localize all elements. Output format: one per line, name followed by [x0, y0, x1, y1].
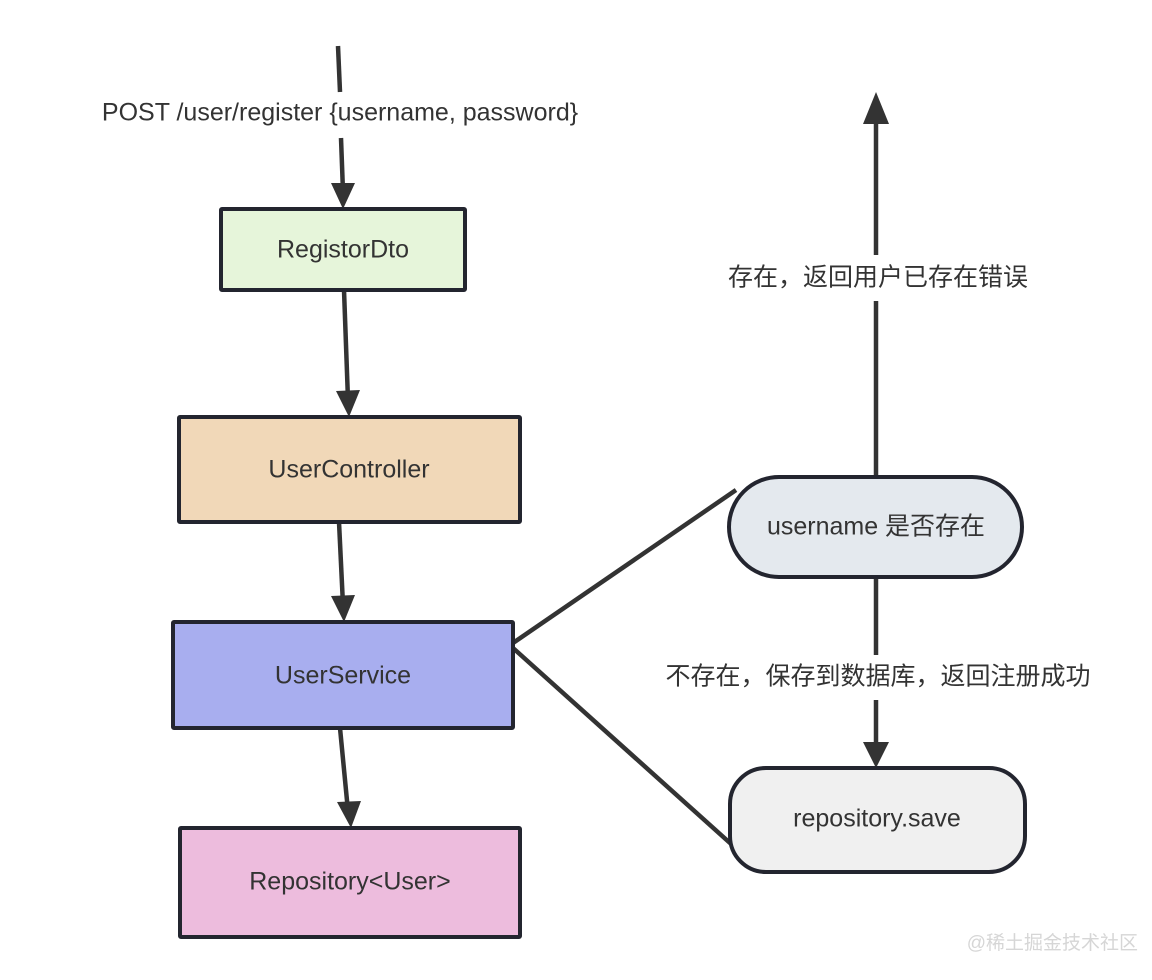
node-user-controller[interactable]: UserController: [177, 415, 522, 524]
repository-user-box[interactable]: [178, 826, 522, 939]
repository-save-box[interactable]: [728, 766, 1027, 874]
registor-dto-box[interactable]: [219, 207, 467, 292]
arrowhead-to-user-service: [331, 595, 355, 622]
edge-service-repository-line: [337, 727, 351, 812]
arrowhead-to-user-controller: [336, 390, 360, 417]
edge-label-request: POST /user/register {username, password}: [102, 99, 578, 127]
edge-username-to-save: [863, 577, 889, 768]
repository-save-label: repository.save: [793, 805, 961, 833]
arrowhead-to-repository: [337, 801, 361, 828]
edge-dto-controller-line: [341, 289, 351, 401]
edge-service-to-username-exists: [511, 488, 738, 645]
edge-controller-to-service: [331, 521, 355, 622]
watermark: @稀土掘金技术社区: [967, 932, 1138, 954]
edge-request-in: [331, 45, 355, 209]
node-registor-dto[interactable]: RegistorDto: [219, 207, 467, 292]
edge-service-to-repository: [337, 727, 361, 828]
node-username-exists[interactable]: username 是否存在: [727, 475, 1024, 579]
node-user-service[interactable]: UserService: [171, 620, 515, 730]
arrowhead-to-registor-dto: [331, 183, 355, 209]
arrowhead-to-repository-save: [863, 742, 889, 768]
node-repository-save[interactable]: repository.save: [728, 766, 1027, 874]
username-exists-box[interactable]: [727, 475, 1024, 579]
node-repository-user[interactable]: Repository<User>: [178, 826, 522, 939]
edge-controller-service-line: [336, 521, 346, 606]
registor-dto-label: RegistorDto: [277, 236, 409, 264]
edge-request-segment-top: [335, 45, 343, 93]
edge-service-username-line: [511, 488, 738, 645]
repository-user-label: Repository<User>: [249, 868, 450, 896]
user-controller-box[interactable]: [177, 415, 522, 524]
edge-dto-to-controller: [336, 289, 360, 417]
edge-label-exists-error: 存在，返回用户已存在错误: [728, 264, 1028, 292]
user-controller-label: UserController: [268, 456, 429, 484]
edge-service-save-line: [511, 646, 742, 854]
username-exists-label: username 是否存在: [767, 513, 985, 541]
user-service-label: UserService: [275, 662, 411, 690]
arrowhead-return-top: [863, 92, 889, 124]
edge-service-to-repository-save: [511, 646, 742, 854]
edge-label-not-exists-success: 不存在，保存到数据库，返回注册成功: [665, 663, 1090, 691]
edge-exists-return-up: [863, 92, 889, 477]
user-service-box[interactable]: [171, 620, 515, 730]
